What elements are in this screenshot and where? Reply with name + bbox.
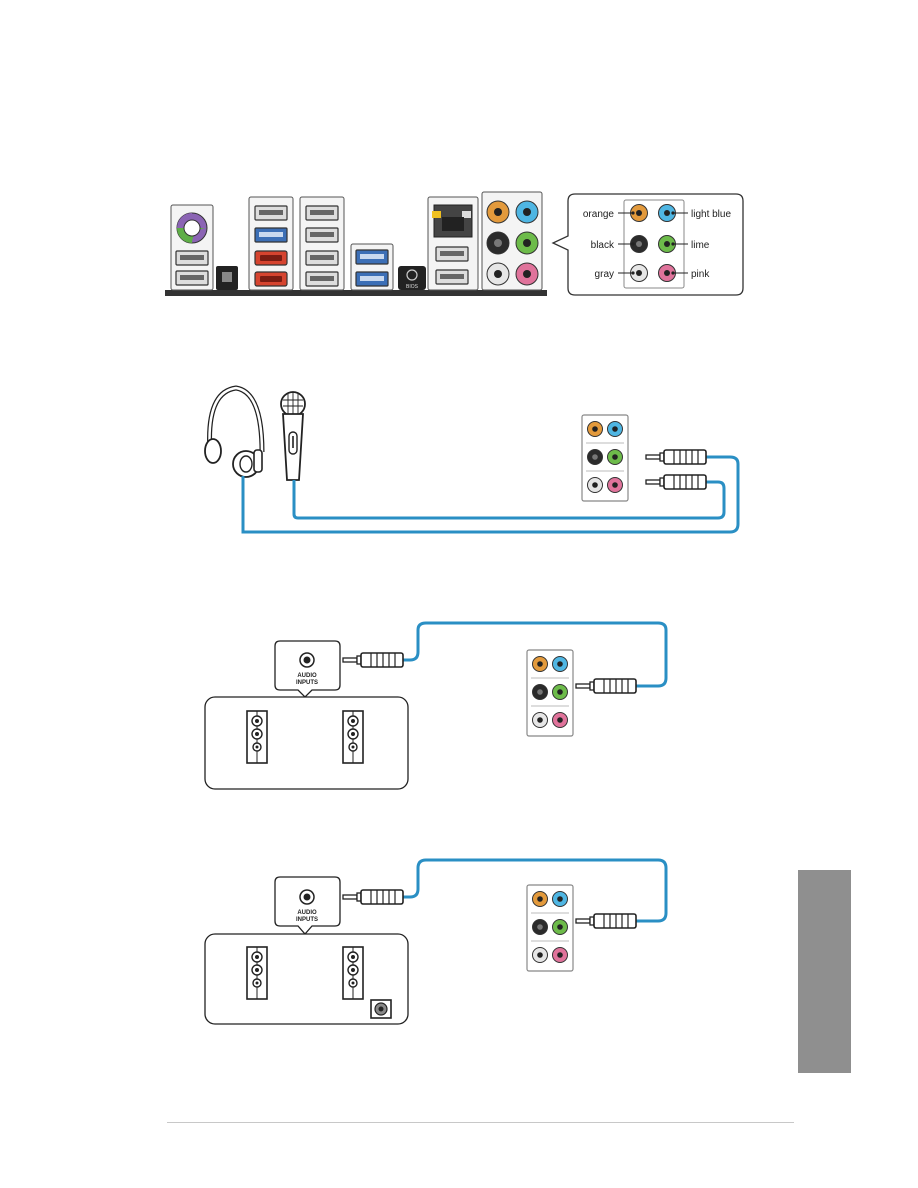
legend-label-gray: gray bbox=[595, 269, 614, 280]
audio-plug bbox=[342, 889, 404, 905]
speaker-subwoofer-diagram: AUDIO INPUTS bbox=[204, 858, 668, 1025]
footer-divider bbox=[167, 1122, 794, 1123]
legend-label-pink: pink bbox=[691, 269, 710, 280]
speaker-audio-input-callout: AUDIO INPUTS bbox=[274, 876, 341, 935]
bios-label: BIOS bbox=[406, 284, 419, 290]
jack-panel bbox=[526, 649, 574, 737]
usb-esata-stack bbox=[248, 196, 294, 291]
headphones-icon bbox=[204, 385, 265, 478]
ps2-port bbox=[170, 204, 214, 291]
microphone-icon bbox=[280, 391, 306, 481]
lan-usb-stack bbox=[427, 196, 479, 291]
audio-plug bbox=[575, 678, 637, 694]
legend-label-black: black bbox=[591, 240, 615, 251]
chapter-side-tab bbox=[798, 870, 851, 1073]
audio-inputs-label: AUDIO bbox=[297, 673, 317, 679]
speaker-icon bbox=[342, 946, 364, 1000]
audio-inputs-label: AUDIO bbox=[297, 910, 317, 916]
audio-jacks-backplate bbox=[481, 191, 543, 291]
jack-panel bbox=[581, 414, 629, 502]
audio-plug bbox=[342, 652, 404, 668]
jack-panel bbox=[526, 884, 574, 972]
speaker-audio-input-callout: AUDIO INPUTS bbox=[274, 640, 341, 698]
audio-inputs-label: INPUTS bbox=[296, 680, 318, 686]
audio-inputs-label: INPUTS bbox=[296, 917, 318, 923]
audio-plug bbox=[575, 913, 637, 929]
audio-plug bbox=[645, 474, 707, 490]
jack-color-legend: orange light blue black lime gray pink bbox=[551, 193, 744, 296]
rear-io-backplate: BIOS bbox=[165, 191, 547, 296]
subwoofer-icon bbox=[370, 999, 392, 1019]
speaker-icon bbox=[246, 946, 268, 1000]
optical-spdif-port bbox=[216, 266, 238, 290]
legend-label-lime: lime bbox=[691, 240, 710, 251]
two-channel-speaker-diagram: AUDIO INPUTS bbox=[204, 621, 668, 790]
speaker-icon bbox=[342, 710, 364, 764]
usb3-stack bbox=[350, 243, 394, 291]
headphone-mic-diagram bbox=[204, 385, 740, 534]
legend-label-light-blue: light blue bbox=[691, 209, 731, 220]
audio-plug bbox=[645, 449, 707, 465]
usb-stack-4 bbox=[299, 196, 345, 291]
speaker-icon bbox=[246, 710, 268, 764]
bios-flashback-button: BIOS bbox=[398, 266, 426, 290]
legend-label-orange: orange bbox=[583, 209, 615, 220]
